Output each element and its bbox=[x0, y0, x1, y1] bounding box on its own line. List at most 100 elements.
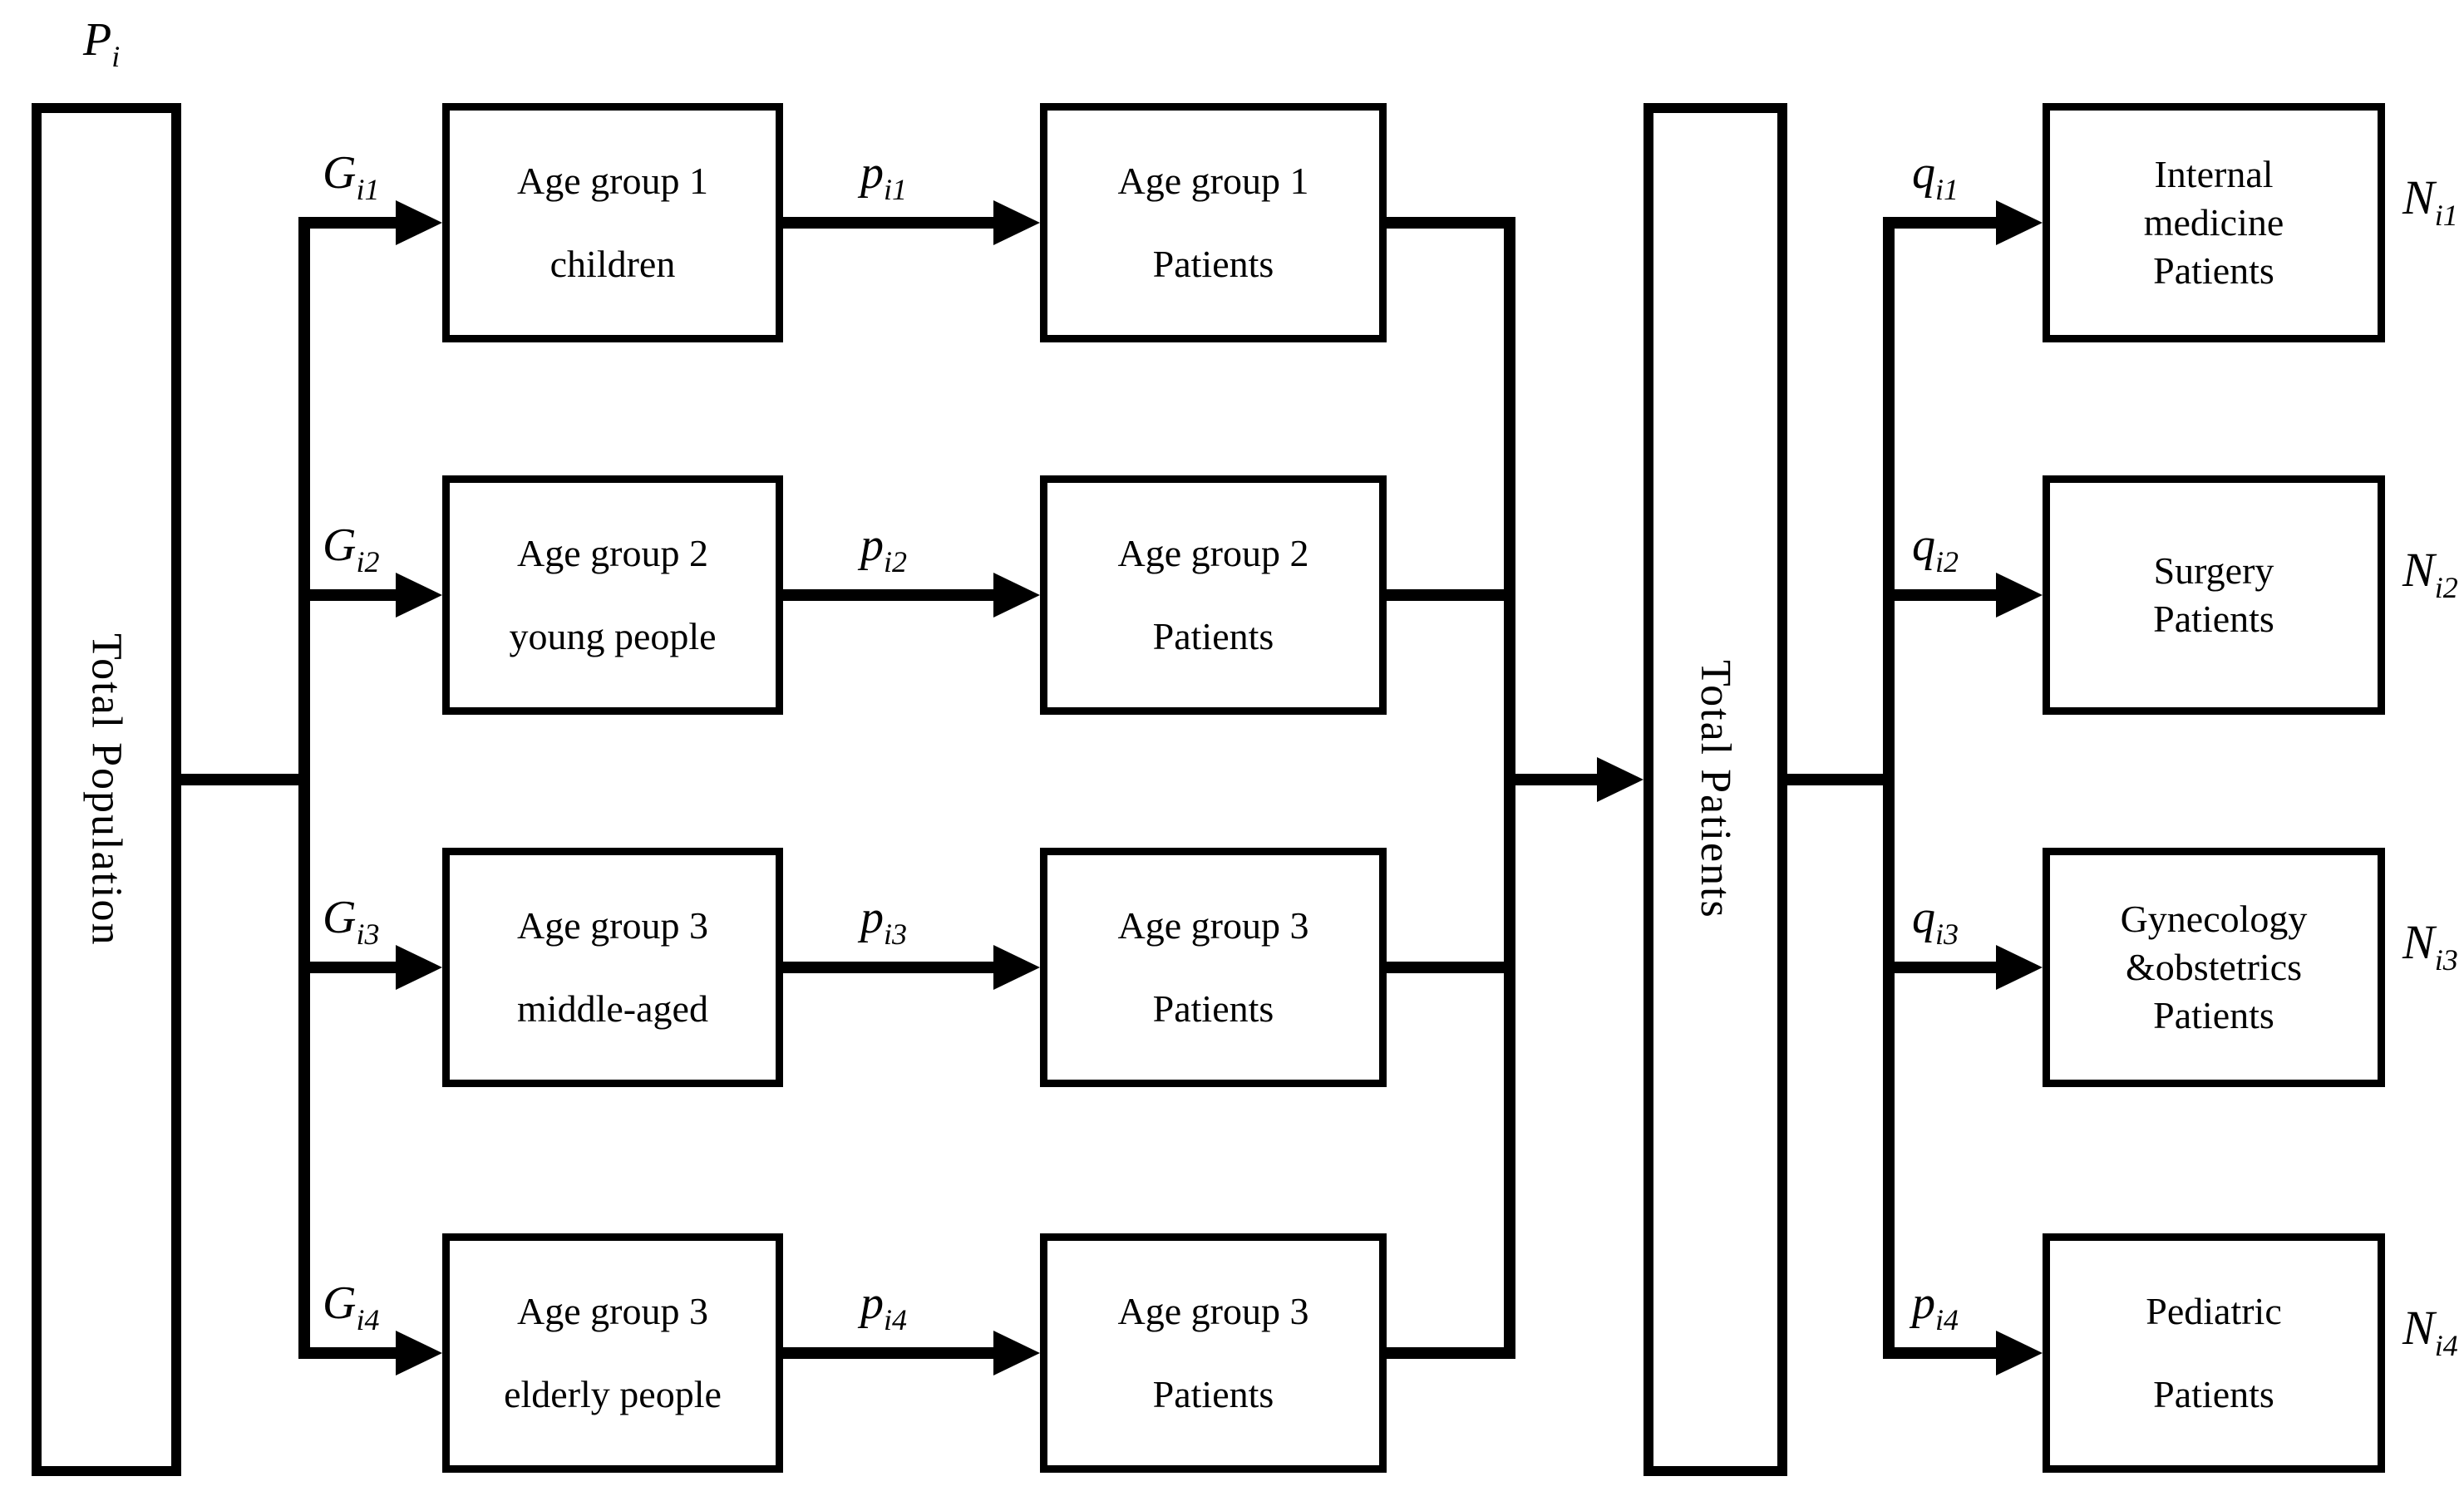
node-dept-gynecology-obstetrics: Gynecology &obstetrics Patients bbox=[2043, 848, 2385, 1087]
node-line: Patients bbox=[2153, 994, 2274, 1036]
symbol-base: q bbox=[1912, 892, 1935, 943]
connector-rate-arrow-2 bbox=[783, 589, 996, 601]
connector-dept-arrow-1 bbox=[1883, 217, 1999, 229]
connector-rate-arrow-1 bbox=[783, 217, 996, 229]
arrowhead-age-3-icon bbox=[396, 945, 442, 990]
node-line: Patients bbox=[1152, 615, 1274, 657]
connector-patients-collector bbox=[1504, 217, 1515, 1359]
symbol-subscript: i2 bbox=[1935, 545, 1959, 578]
arrowhead-age-2-icon bbox=[396, 573, 442, 618]
node-line: Patients bbox=[1152, 1373, 1274, 1415]
rate-label-2: pi2 bbox=[860, 512, 907, 595]
connector-rate-arrow-3 bbox=[783, 962, 996, 973]
dept-label-4: pi4 bbox=[1912, 1270, 1959, 1353]
symbol-subscript: i bbox=[111, 40, 121, 73]
symbol-subscript: i1 bbox=[356, 173, 380, 206]
node-line: Age group 1 bbox=[1117, 160, 1309, 202]
connector-dept-arrow-2 bbox=[1883, 589, 1999, 601]
share-label-2: Gi2 bbox=[323, 512, 379, 595]
count-label-3: Ni3 bbox=[2402, 909, 2458, 993]
rate-label-1: pi1 bbox=[860, 140, 907, 223]
symbol-subscript: i1 bbox=[884, 173, 908, 206]
node-line: Patients bbox=[1152, 243, 1274, 285]
dept-label-3: qi3 bbox=[1912, 884, 1959, 967]
node-line: elderly people bbox=[504, 1373, 722, 1415]
symbol-base: p bbox=[1912, 1277, 1935, 1329]
node-line: Pediatric bbox=[2146, 1290, 2282, 1332]
node-line: children bbox=[549, 243, 676, 285]
node-total-patients-label: Total Patients bbox=[1692, 660, 1739, 919]
node-age-group-2: Age group 2 young people bbox=[442, 475, 783, 715]
arrowhead-rate-1-icon bbox=[993, 200, 1040, 245]
node-age-patients-4: Age group 3 Patients bbox=[1040, 1233, 1387, 1473]
node-age-patients-1: Age group 1 Patients bbox=[1040, 103, 1387, 342]
symbol-subscript: i4 bbox=[884, 1303, 908, 1336]
connector-collect-1 bbox=[1382, 217, 1510, 229]
count-label-4: Ni4 bbox=[2402, 1295, 2458, 1379]
dept-label-2: qi2 bbox=[1912, 512, 1959, 595]
node-total-population: Total Population bbox=[32, 103, 181, 1476]
node-line: Age group 3 bbox=[517, 1290, 708, 1332]
connector-collect-3 bbox=[1382, 962, 1510, 973]
connector-dept-arrow-4 bbox=[1883, 1347, 1999, 1359]
population-symbol-label: Pi bbox=[83, 7, 120, 90]
node-dept-internal-medicine: Internal medicine Patients bbox=[2043, 103, 2385, 342]
symbol-base: q bbox=[1912, 519, 1935, 571]
arrowhead-age-4-icon bbox=[396, 1331, 442, 1375]
node-line: Age group 3 bbox=[517, 904, 708, 947]
node-line: Age group 2 bbox=[517, 532, 708, 574]
share-label-3: Gi3 bbox=[323, 884, 379, 967]
connector-right-distributor bbox=[1883, 217, 1895, 1359]
node-age-patients-3: Age group 3 Patients bbox=[1040, 848, 1387, 1087]
symbol-base: N bbox=[2402, 543, 2435, 597]
node-line: middle-aged bbox=[517, 987, 708, 1030]
node-dept-surgery: Surgery Patients bbox=[2043, 475, 2385, 715]
arrowhead-total-patients-icon bbox=[1597, 757, 1643, 802]
arrowhead-rate-4-icon bbox=[993, 1331, 1040, 1375]
symbol-base: P bbox=[83, 14, 112, 66]
connector-age-arrow-4 bbox=[303, 1347, 400, 1359]
connector-age-arrow-1 bbox=[303, 217, 400, 229]
connector-age-arrow-2 bbox=[303, 589, 400, 601]
symbol-base: p bbox=[860, 147, 884, 199]
node-line: Gynecology bbox=[2120, 898, 2308, 940]
symbol-subscript: i3 bbox=[1935, 918, 1959, 951]
share-label-1: Gi1 bbox=[323, 140, 379, 223]
symbol-base: p bbox=[860, 519, 884, 571]
count-label-1: Ni1 bbox=[2402, 165, 2458, 249]
connector-left-distributor bbox=[298, 217, 310, 1359]
arrowhead-dept-2-icon bbox=[1996, 573, 2043, 618]
node-age-group-3: Age group 3 middle-aged bbox=[442, 848, 783, 1087]
symbol-base: G bbox=[323, 519, 357, 571]
arrowhead-dept-4-icon bbox=[1996, 1331, 2043, 1375]
node-line: Patients bbox=[2153, 249, 2274, 292]
connector-rate-arrow-4 bbox=[783, 1347, 996, 1359]
symbol-base: p bbox=[860, 892, 884, 943]
dept-label-1: qi1 bbox=[1912, 140, 1959, 223]
symbol-subscript: i1 bbox=[2434, 199, 2458, 232]
node-age-group-4: Age group 3 elderly people bbox=[442, 1233, 783, 1473]
node-total-population-label: Total Population bbox=[82, 632, 131, 947]
node-dept-pediatric: Pediatric Patients bbox=[2043, 1233, 2385, 1473]
symbol-base: G bbox=[323, 1277, 357, 1329]
node-line: &obstetrics bbox=[2125, 946, 2303, 988]
connector-total-patients-arrow bbox=[1504, 774, 1602, 785]
symbol-subscript: i1 bbox=[1935, 173, 1959, 206]
rate-label-3: pi3 bbox=[860, 884, 907, 967]
arrowhead-rate-2-icon bbox=[993, 573, 1040, 618]
symbol-base: N bbox=[2402, 915, 2435, 969]
symbol-subscript: i3 bbox=[356, 918, 380, 951]
symbol-subscript: i3 bbox=[2434, 943, 2458, 977]
node-line: young people bbox=[509, 615, 717, 657]
arrowhead-dept-3-icon bbox=[1996, 945, 2043, 990]
symbol-subscript: i2 bbox=[356, 545, 380, 578]
connector-collect-2 bbox=[1382, 589, 1510, 601]
node-line: Patients bbox=[2153, 598, 2274, 640]
node-line: Patients bbox=[1152, 987, 1274, 1030]
rate-label-4: pi4 bbox=[860, 1270, 907, 1353]
connector-collect-4 bbox=[1382, 1347, 1510, 1359]
connector-dept-arrow-3 bbox=[1883, 962, 1999, 973]
symbol-base: p bbox=[860, 1277, 884, 1329]
symbol-subscript: i3 bbox=[884, 918, 908, 951]
